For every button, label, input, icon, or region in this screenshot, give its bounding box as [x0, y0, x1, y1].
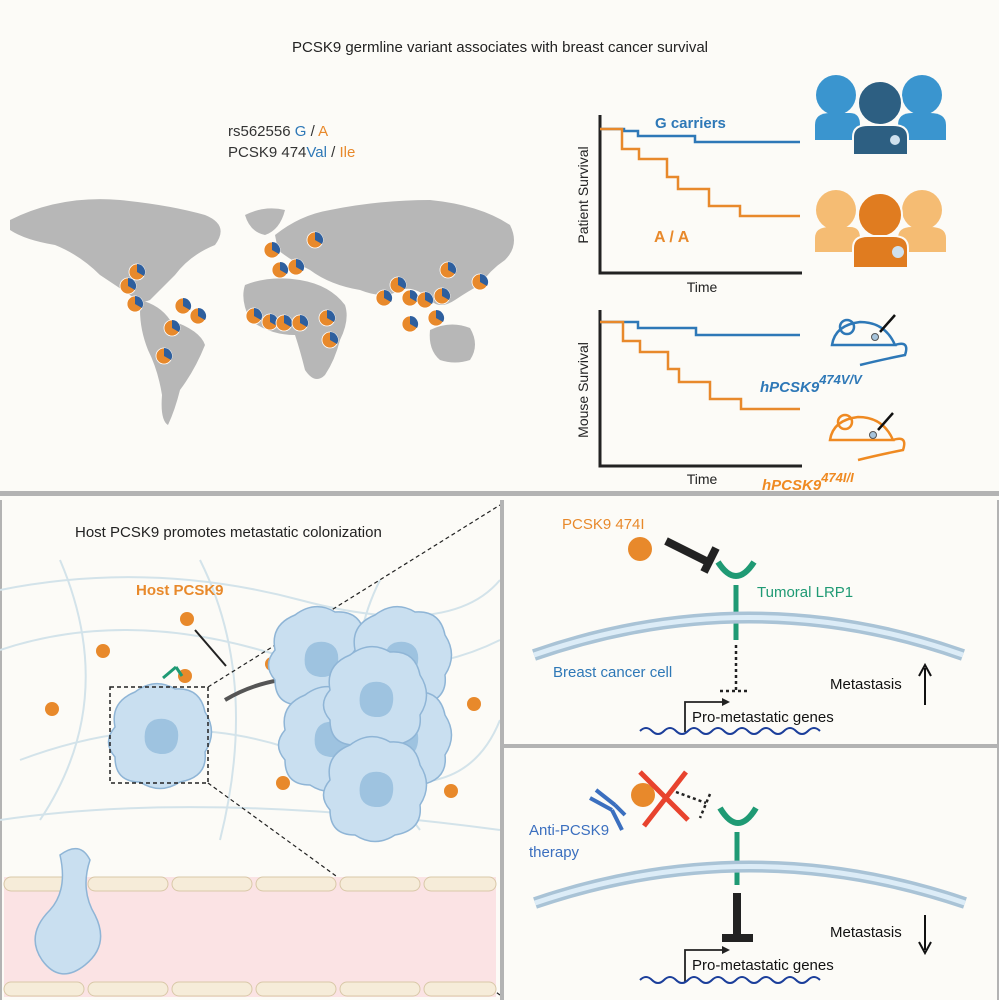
host-panel: Host PCSK9 promotes metastatic colonizat… — [0, 504, 501, 997]
vertical-divider — [500, 500, 504, 1000]
aa-curve — [600, 127, 800, 218]
inhibition-icon-2 — [722, 893, 753, 942]
mechanism-panel: PCSK9 474I Tumoral LRP1 Breast cancer ce… — [532, 516, 965, 735]
mouse-survival-chart: Time Mouse Survival — [575, 310, 802, 487]
slash: / — [311, 123, 316, 140]
mouse-v-curve — [600, 320, 800, 337]
mouse-v-label: hPCSK9474V/V — [760, 372, 863, 396]
arrow-up-icon — [918, 662, 932, 705]
g-carriers-label: G carriers — [655, 115, 726, 132]
pcsk9-474i-label: PCSK9 474I — [562, 516, 645, 533]
allele-a: A — [318, 123, 328, 140]
horizontal-divider — [0, 491, 999, 496]
aa-people-icon — [815, 190, 946, 269]
allele-legend: rs562556 G / A PCSK9 474Val / Ile — [228, 123, 355, 161]
patient-x-label: Time — [687, 279, 718, 295]
lrp1-receptor-icon-2 — [717, 806, 759, 826]
zoom-box — [109, 686, 209, 784]
breast-cancer-cell-label: Breast cancer cell — [553, 664, 672, 681]
aa-label: A / A — [654, 229, 690, 246]
patient-survival-chart: G carriers A / A Time Patient Survival — [575, 115, 802, 295]
arrow-icon — [194, 629, 227, 667]
mouse-v-icon — [830, 314, 908, 367]
therapy-label-line2: therapy — [529, 844, 580, 861]
metastasis-label-bottom: Metastasis — [830, 924, 902, 941]
metastasis-label-top: Metastasis — [830, 676, 902, 693]
mouse-i-base: hPCSK9 — [762, 477, 822, 494]
svg-text:rs562556 G /: rs562556 G / A — [228, 123, 328, 140]
arrow-down-icon — [918, 915, 932, 956]
bottom-left-title: Host PCSK9 promotes metastatic colonizat… — [75, 524, 382, 541]
patient-y-label: Patient Survival — [575, 146, 591, 243]
inhibition-icon — [664, 537, 710, 566]
snp-label: rs562556 — [228, 123, 291, 140]
genes-label-top: Pro-metastatic genes — [692, 709, 834, 726]
tumor-cell — [107, 682, 213, 790]
allele-g: G — [295, 123, 307, 140]
migration-arrow-icon — [223, 678, 281, 702]
antibody-icon — [589, 788, 627, 831]
host-pcsk9-label: Host PCSK9 — [136, 582, 224, 599]
world-map — [10, 199, 514, 425]
val-label: Val — [306, 144, 327, 161]
ile-label: Ile — [339, 144, 355, 161]
mouse-v-base: hPCSK9 — [760, 379, 820, 396]
therapy-label-line1: Anti-PCSK9 — [529, 822, 609, 839]
protein-label: PCSK9 474 — [228, 144, 306, 161]
lrp1-receptor-icon — [715, 560, 757, 579]
blocked-x-icon — [638, 770, 690, 828]
mouse-y-label: Mouse Survival — [575, 342, 591, 438]
lrp1-label: Tumoral LRP1 — [757, 584, 853, 601]
mouse-i-label: hPCSK9474I/I — [762, 470, 854, 494]
therapy-panel: Anti-PCSK9 therapy Pro-metastatic genes … — [529, 770, 967, 984]
metastatic-colony — [267, 605, 453, 843]
dna-icon — [639, 727, 821, 735]
pcsk9-particle — [628, 537, 652, 561]
top-title: PCSK9 germline variant associates with b… — [292, 39, 708, 56]
extravasating-cell — [34, 847, 102, 975]
promoter-arrow-icon — [684, 701, 725, 732]
svg-text:PCSK9 474Val / Ile: PCSK9 474Val / Ile — [228, 144, 355, 161]
g-carriers-curve — [600, 127, 800, 144]
g-carriers-people-icon — [815, 75, 946, 156]
mouse-i-curve — [600, 320, 800, 411]
mouse-i-icon — [828, 412, 906, 462]
slash2: / — [331, 144, 336, 161]
mouse-i-sup: 474I/I — [820, 470, 854, 485]
mouse-v-sup: 474V/V — [818, 372, 863, 387]
right-divider — [504, 744, 999, 748]
mouse-x-label: Time — [687, 471, 718, 487]
genes-label-bottom: Pro-metastatic genes — [692, 957, 834, 974]
